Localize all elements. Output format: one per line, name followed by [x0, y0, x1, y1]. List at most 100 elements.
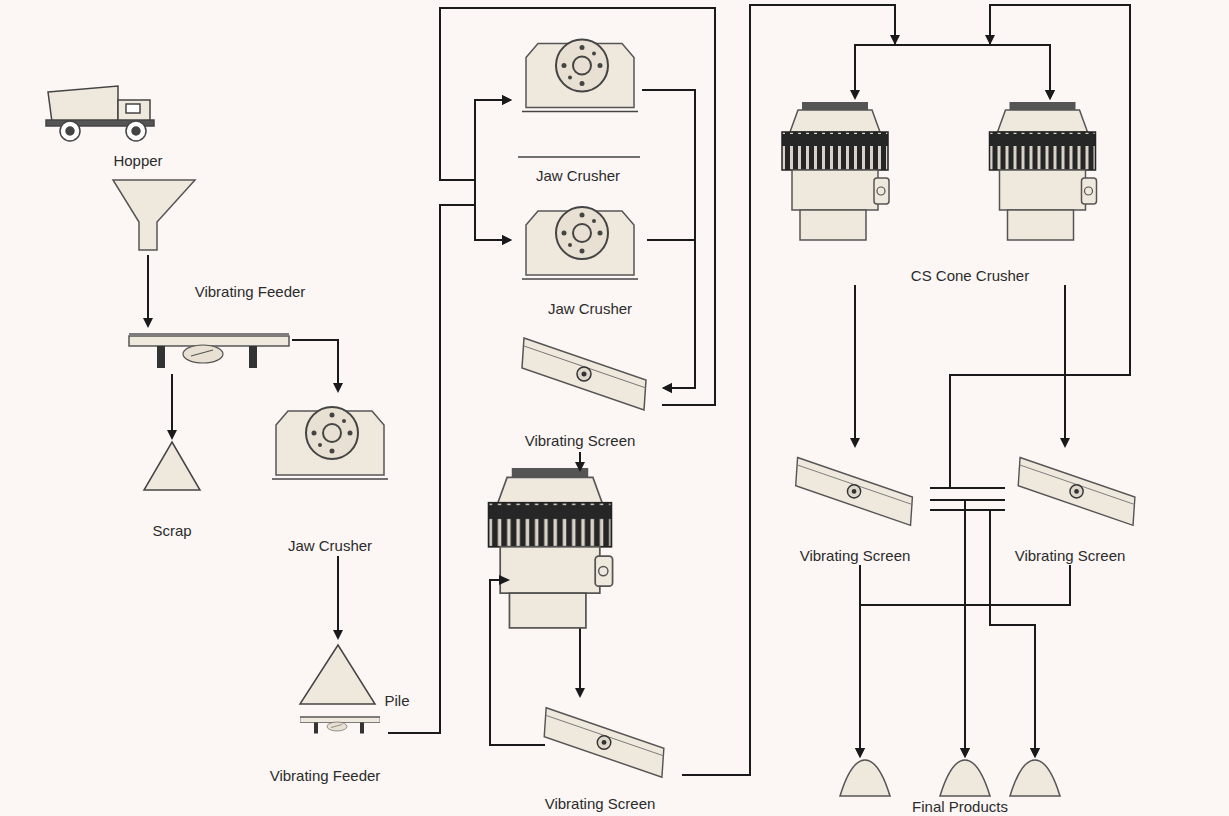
arrow-head: [502, 235, 512, 245]
flow-line: [147, 255, 149, 318]
equipment-label: Vibrating Screen: [800, 547, 911, 564]
arrow-head: [1060, 438, 1070, 448]
flow-arrow: [388, 205, 512, 733]
cone-crusher: [782, 102, 889, 240]
equipment-node: Hopper: [105, 148, 200, 255]
flow-line: [647, 240, 695, 388]
arrow-head: [502, 95, 512, 105]
arrow-head: [1045, 90, 1055, 100]
equipment-label: Jaw Crusher: [536, 167, 620, 184]
flow-arrow: [682, 5, 895, 775]
arrow-head: [850, 90, 860, 100]
vibrating-screen: [796, 458, 913, 526]
equipment-node: Vibrating Screen: [1005, 448, 1155, 565]
flow-line: [440, 8, 715, 405]
flow-line: [388, 205, 502, 733]
equipment-node: Vibrating Screen: [780, 448, 930, 565]
jaw-crusher: [522, 207, 638, 279]
vibrating-screen: [1018, 458, 1135, 526]
equipment-node: Scrap: [140, 440, 205, 540]
flow-line: [292, 340, 338, 383]
equipment-node: Final Products: [835, 758, 1065, 816]
equipment-node: Vibrating Screen: [520, 698, 682, 814]
flow-line: [990, 510, 1035, 748]
equipment-label: Pile: [384, 692, 409, 709]
equipment-node: CS Cone Crusher: [775, 100, 1105, 285]
arrow-head: [662, 383, 672, 393]
cone-crusher: [990, 102, 1097, 240]
equipment-label: Jaw Crusher: [288, 537, 372, 554]
arrow-head: [333, 383, 343, 393]
equipment-node: Vibrating Feeder: [128, 328, 292, 374]
arrow-head: [167, 430, 177, 440]
flow-arrow: [292, 340, 343, 393]
vibrating-screen: [544, 708, 664, 777]
equipment-label: Vibrating Screen: [1015, 547, 1126, 564]
arrow-head: [662, 383, 672, 393]
stock-pile: [300, 645, 375, 704]
flow-line: [337, 556, 339, 630]
flow-arrow: [440, 8, 715, 405]
flow-line: [930, 510, 1035, 748]
arrow-head: [1030, 748, 1040, 758]
cone-crusher: [489, 468, 613, 628]
flow-arrow: [960, 500, 1005, 758]
flow-arrow: [1060, 285, 1070, 448]
equipment-node: Vibrating Screen: [500, 328, 662, 452]
flow-line: [1064, 285, 1066, 438]
flow-line: [950, 5, 1130, 488]
flow-line: [171, 374, 173, 430]
arrow-head: [333, 630, 343, 640]
vibrating-feeder: [300, 717, 380, 734]
arrow-head: [502, 235, 512, 245]
flow-arrow: [647, 240, 695, 393]
equipment-label: Final Products: [912, 798, 1008, 815]
flow-line: [490, 45, 1050, 745]
arrow-head: [575, 688, 585, 698]
equipment-node: Pile: [298, 640, 420, 708]
equipment-node: Vibrating Feeder: [262, 705, 388, 787]
flow-arrow: [642, 90, 695, 393]
arrow-head: [1045, 90, 1055, 100]
arrow-head: [143, 318, 153, 328]
flow-arrow: [930, 5, 1130, 488]
flow-line: [682, 5, 895, 775]
flow-arrow: [333, 556, 343, 640]
equipment-label: CS Cone Crusher: [911, 267, 1029, 284]
arrow-head: [499, 35, 995, 585]
flow-line: [930, 500, 965, 748]
equipment-label: Vibrating Feeder: [195, 283, 306, 300]
flow-arrow: [440, 8, 715, 405]
equipment-label: Hopper: [113, 152, 162, 169]
arrow-head: [960, 748, 970, 758]
flow-arrow: [850, 285, 860, 448]
arrow-head: [850, 438, 860, 448]
arrow-head: [960, 748, 970, 758]
jaw-crusher: [522, 40, 638, 112]
vibrating-screen: [522, 338, 646, 410]
flow-line: [930, 5, 1130, 488]
base-line: [518, 156, 640, 158]
equipment-node: Jaw Crusher: [268, 393, 392, 556]
arrow-head: [1030, 748, 1040, 758]
vibrating-feeder: [129, 334, 289, 368]
jaw-crusher: [272, 407, 388, 479]
equipment-label: Vibrating Feeder: [270, 767, 381, 784]
flow-line: [642, 90, 695, 388]
scrap-pile: [144, 442, 200, 490]
flow-arrow: [855, 565, 1070, 758]
product-pile: [840, 760, 1060, 796]
flow-line: [388, 100, 502, 733]
flow-line: [854, 285, 856, 438]
equipment-node: Jaw Crusher: [512, 18, 642, 188]
flow-line: [440, 8, 715, 405]
dump-truck: [46, 86, 154, 141]
equipment-label: Jaw Crusher: [548, 300, 632, 317]
flow-arrow: [167, 374, 177, 440]
flow-arrow: [143, 255, 153, 328]
equipment-label: Scrap: [152, 522, 191, 539]
flow-arrow: [950, 5, 1130, 488]
hopper-funnel: [113, 180, 195, 250]
arrow-head: [502, 95, 512, 105]
